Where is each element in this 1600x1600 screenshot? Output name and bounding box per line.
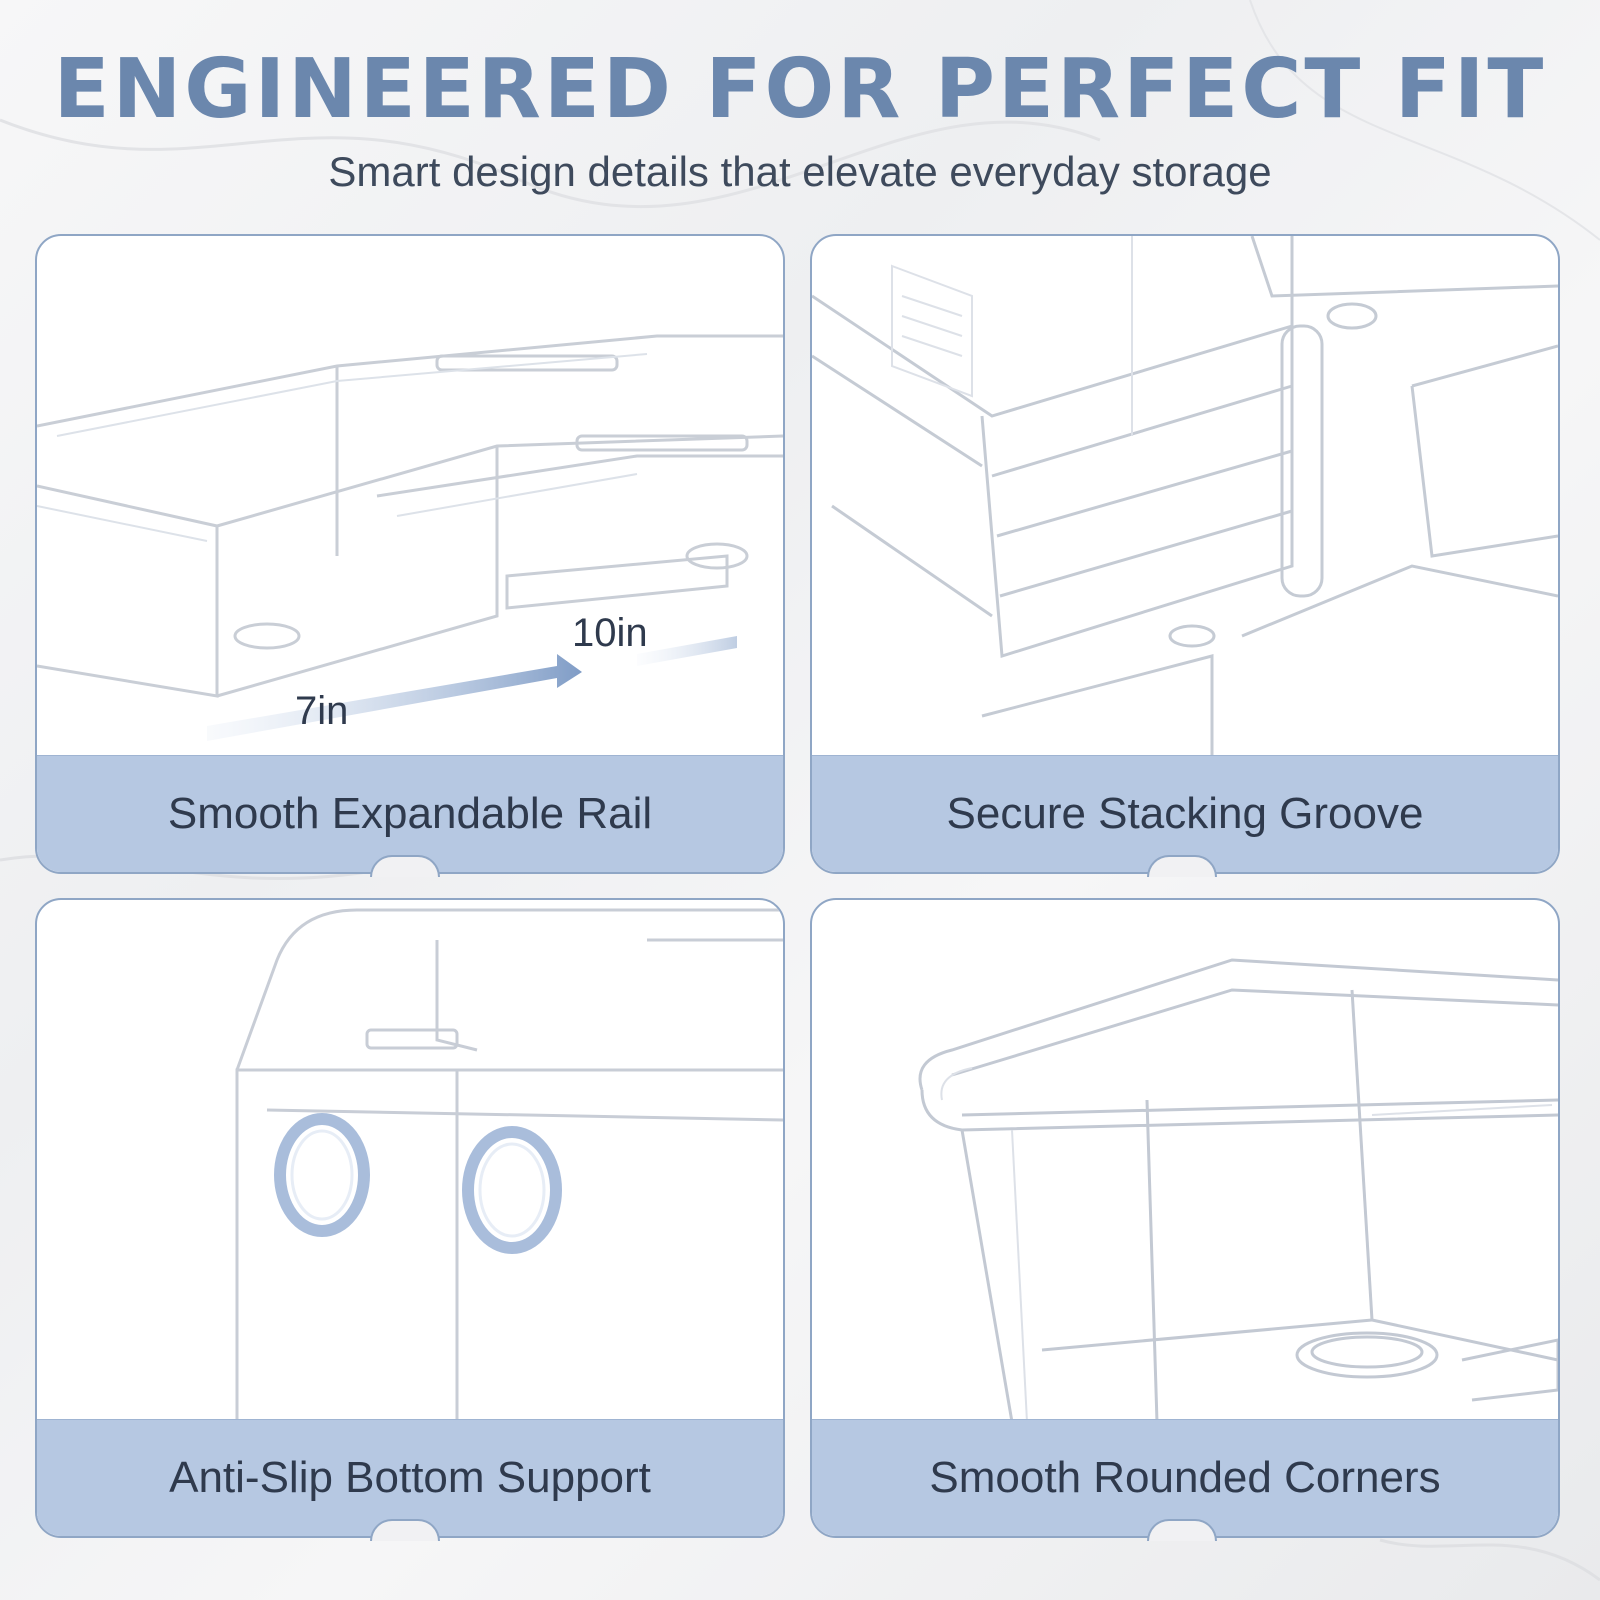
expandable-rail-illustration (37, 334, 783, 741)
caption-bar: Smooth Rounded Corners (812, 1419, 1558, 1536)
anti-slip-pad-left (274, 1113, 370, 1237)
anti-slip-pad-right (462, 1126, 562, 1254)
caption-bar: Anti-Slip Bottom Support (37, 1419, 783, 1536)
page-subtitle: Smart design details that elevate everyd… (328, 148, 1272, 195)
feature-panel-anti-slip-bottom: Anti-Slip Bottom Support (35, 898, 785, 1538)
panel-connector-notch (1147, 855, 1217, 877)
caption-bar: Smooth Expandable Rail (37, 755, 783, 872)
dimension-from-label: 7in (295, 689, 348, 733)
rounded-corners-illustration (918, 958, 1558, 1422)
feature-panel-stacking-groove: Secure Stacking Groove (810, 234, 1560, 874)
caption-anti-slip-bottom: Anti-Slip Bottom Support (169, 1453, 651, 1502)
panel-connector-notch (370, 1519, 440, 1541)
panel-connector-notch (1147, 1519, 1217, 1541)
caption-stacking-groove: Secure Stacking Groove (946, 789, 1424, 838)
caption-bar: Secure Stacking Groove (812, 755, 1558, 872)
caption-expandable-rail: Smooth Expandable Rail (167, 789, 653, 838)
caption-rounded-corners: Smooth Rounded Corners (929, 1453, 1441, 1502)
dimension-to-label: 10in (572, 611, 648, 655)
feature-panel-rounded-corners: Smooth Rounded Corners (810, 898, 1560, 1538)
panel-connector-notch (370, 855, 440, 877)
feature-panel-expandable-rail: 7in 10in Smooth Expandable Rail (35, 234, 785, 874)
stacking-groove-illustration (812, 236, 1558, 758)
page-title: ENGINEERED FOR PERFECT FIT (53, 42, 1547, 137)
anti-slip-bottom-illustration (235, 908, 783, 1422)
dimension-labels: 7in 10in (295, 611, 648, 733)
